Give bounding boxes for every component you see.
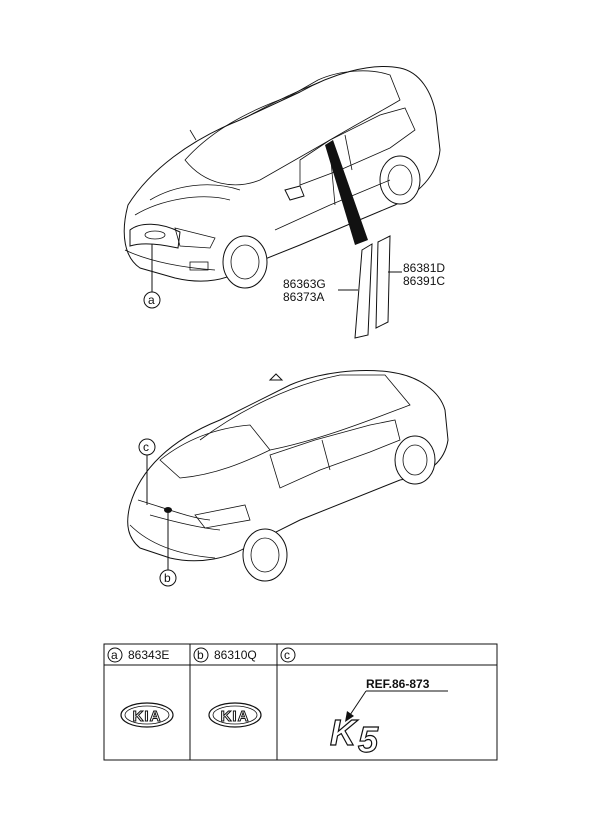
front-car-illustration xyxy=(123,66,441,289)
kia-emblem-a: KIA xyxy=(120,702,174,728)
k5-badge-number: 5 xyxy=(358,719,379,760)
table-b-circle xyxy=(193,647,209,663)
ref-arrowhead xyxy=(345,711,354,722)
ref-label: REF.86-873 xyxy=(366,677,430,691)
k5-badge-letter: K xyxy=(330,712,359,753)
table-c-circle xyxy=(280,647,296,663)
pillar-left-label-2: 86373A xyxy=(283,290,324,304)
kia-emblem-b-text: KIA xyxy=(221,708,250,725)
table-b-part-number: 86310Q xyxy=(214,648,257,662)
pillar-right-label-2: 86391C xyxy=(403,274,445,288)
table-a-letter: a xyxy=(111,648,118,662)
callout-c-letter: c xyxy=(143,440,149,454)
parts-table xyxy=(103,643,498,761)
pillar-right-label-1: 86381D xyxy=(403,261,445,275)
callout-a-letter: a xyxy=(148,293,155,307)
callout-b-circle xyxy=(159,569,177,587)
rear-car-illustration xyxy=(127,370,449,582)
table-a-circle xyxy=(107,647,123,663)
table-b-letter: b xyxy=(197,648,204,662)
table-c-letter: c xyxy=(284,648,290,662)
pillar-left-label-1: 86363G xyxy=(283,277,326,291)
ref-leader xyxy=(349,690,367,716)
callout-b-letter: b xyxy=(164,571,171,585)
kia-emblem-b: KIA xyxy=(208,702,262,728)
pillar-pointer xyxy=(325,140,368,245)
table-a-part-number: 86343E xyxy=(128,648,169,662)
callout-a-circle xyxy=(143,291,161,309)
pillar-trim-pieces xyxy=(354,235,391,339)
k5-badge: K 5 xyxy=(329,711,379,760)
kia-emblem-a-text: KIA xyxy=(133,708,162,725)
